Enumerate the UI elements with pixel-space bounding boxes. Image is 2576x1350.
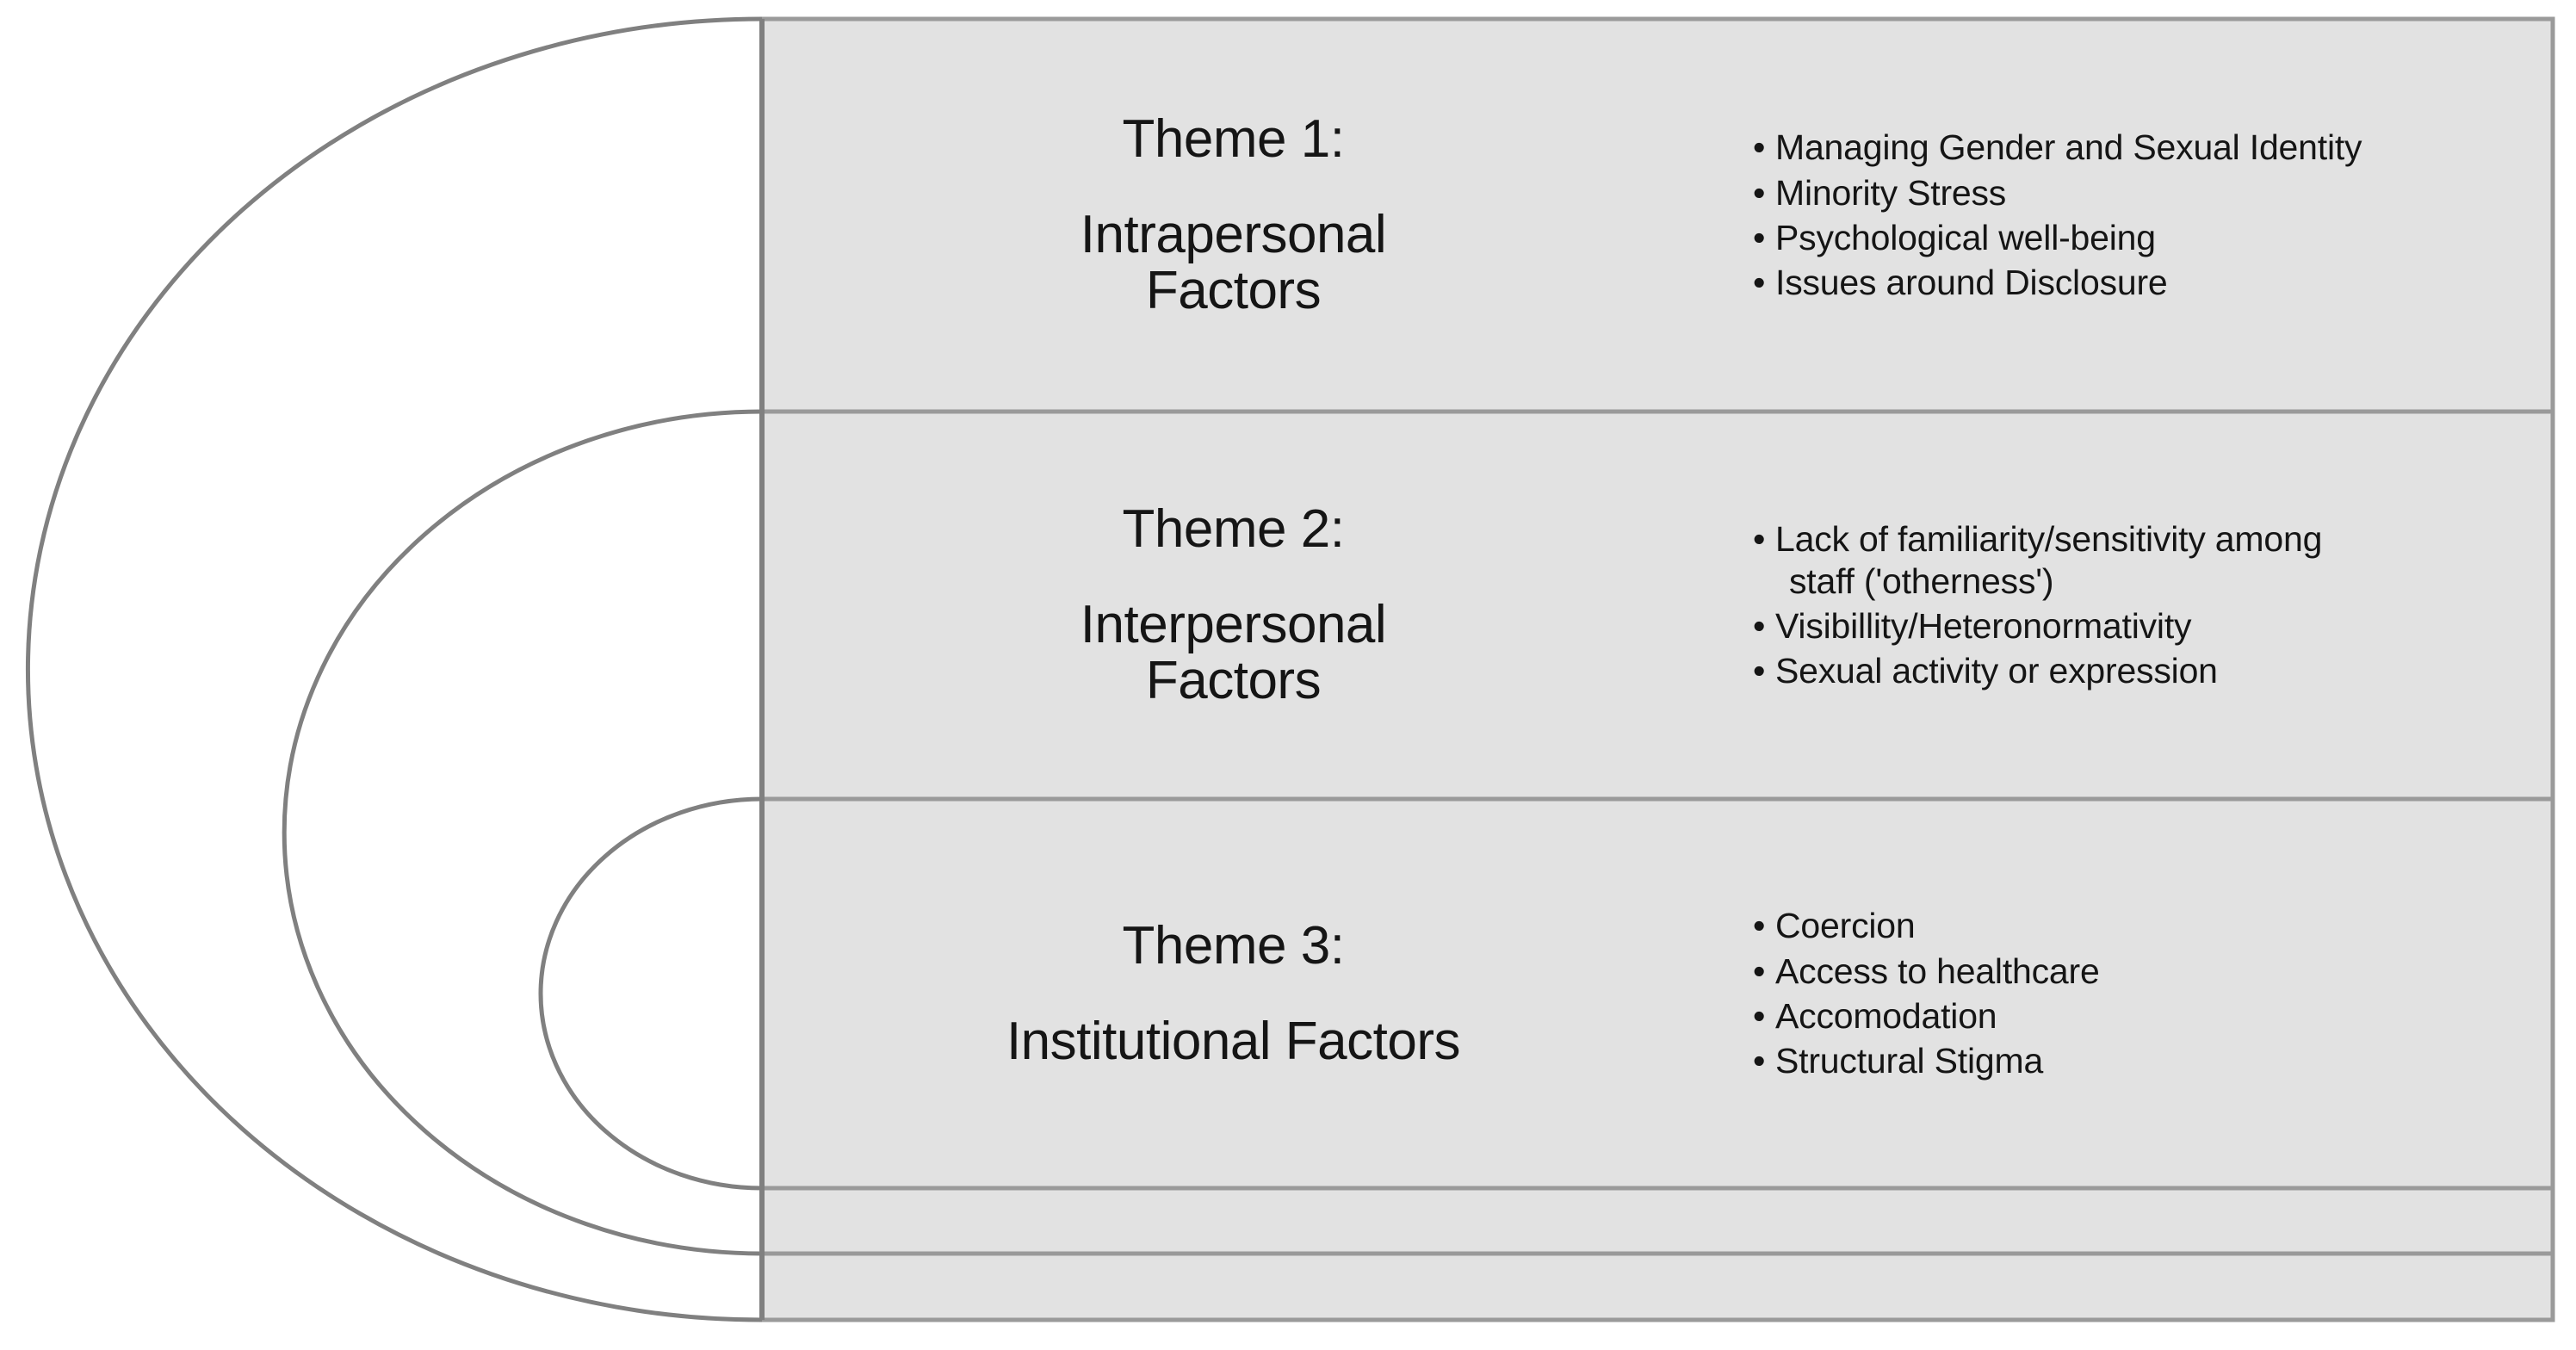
theme-panel-1: [759, 16, 2555, 414]
middle-ring-arc: [282, 409, 763, 1256]
theme-panel-2: [759, 409, 2555, 802]
theme-panels: [759, 16, 2555, 1322]
outer-ring-arc: [26, 16, 763, 1322]
theme-panel-spacer-2: [759, 1251, 2555, 1322]
theme-panel-3: [759, 796, 2555, 1191]
theme-panel-spacer-1: [759, 1186, 2555, 1256]
inner-ring-arc: [538, 796, 763, 1191]
